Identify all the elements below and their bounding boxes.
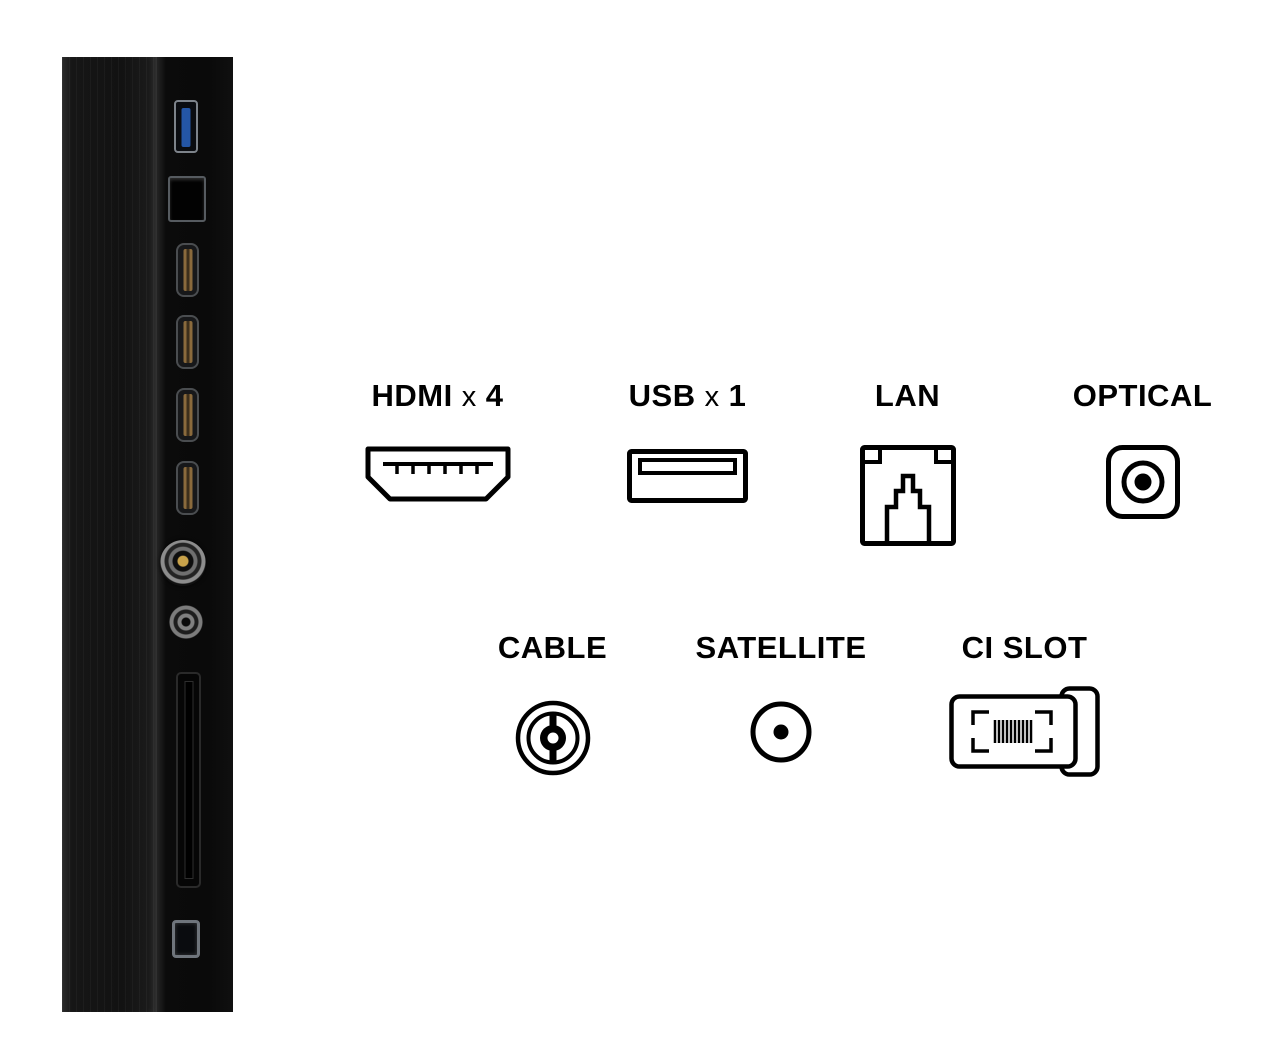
usb-label-text: USB (628, 378, 696, 413)
usb-port-photo (174, 100, 198, 153)
optical-icon (1105, 445, 1180, 519)
hdmi-label: HDMI x 4 (372, 378, 504, 415)
hdmi-port-photo-2 (176, 315, 199, 369)
legend-cable: CABLE (480, 630, 625, 778)
hdmi-port-photo-3 (176, 388, 199, 442)
lan-label-text: LAN (874, 378, 941, 413)
legend-ci-slot: CI SLOT (947, 630, 1102, 779)
satellite-icon (750, 701, 812, 763)
usb-count-text: 1 (728, 378, 747, 413)
hdmi-contact-2 (183, 321, 192, 363)
optical-port-photo (172, 920, 200, 958)
legend-lan: LAN (835, 378, 980, 548)
legend-satellite: SATELLITE (696, 630, 866, 765)
hdmi-label-text: HDMI (371, 378, 453, 413)
hdmi-times-text: x (461, 381, 477, 413)
legend-usb: USB x 1 (605, 378, 770, 505)
ci-slot-groove (185, 682, 192, 878)
hdmi-contact-1 (183, 249, 192, 291)
satellite-label-text: SATELLITE (695, 630, 867, 665)
satellite-connector-photo (169, 605, 203, 639)
hdmi-contact-3 (183, 394, 192, 436)
cable-connector-photo (160, 540, 206, 586)
hdmi-icon (365, 446, 510, 502)
satellite-label: SATELLITE (696, 630, 867, 666)
usb-times-text: x (704, 381, 720, 413)
cable-icon (515, 700, 590, 776)
cable-label: CABLE (498, 630, 607, 666)
lan-port-photo (168, 176, 206, 222)
optical-label: OPTICAL (1073, 378, 1213, 414)
ci-slot-label: CI SLOT (962, 630, 1088, 666)
tv-side-panel-photo (62, 57, 233, 1012)
usb-label: USB x 1 (629, 378, 747, 415)
optical-label-text: OPTICAL (1072, 378, 1213, 413)
lan-label: LAN (875, 378, 940, 414)
ci-slot-icon (949, 686, 1100, 777)
cable-label-text: CABLE (497, 630, 608, 665)
ci-slot-photo (176, 672, 201, 888)
hdmi-contact-4 (183, 467, 192, 509)
hdmi-count-text: 4 (485, 378, 504, 413)
usb-blue-tongue (181, 108, 191, 147)
usb-icon (627, 449, 748, 503)
lan-icon (859, 445, 956, 546)
legend-hdmi: HDMI x 4 (350, 378, 525, 506)
hdmi-port-photo-1 (176, 243, 199, 297)
ci-slot-label-text: CI SLOT (961, 630, 1088, 665)
tv-edge (62, 57, 157, 1012)
legend-optical: OPTICAL (1060, 378, 1225, 521)
hdmi-port-photo-4 (176, 461, 199, 515)
